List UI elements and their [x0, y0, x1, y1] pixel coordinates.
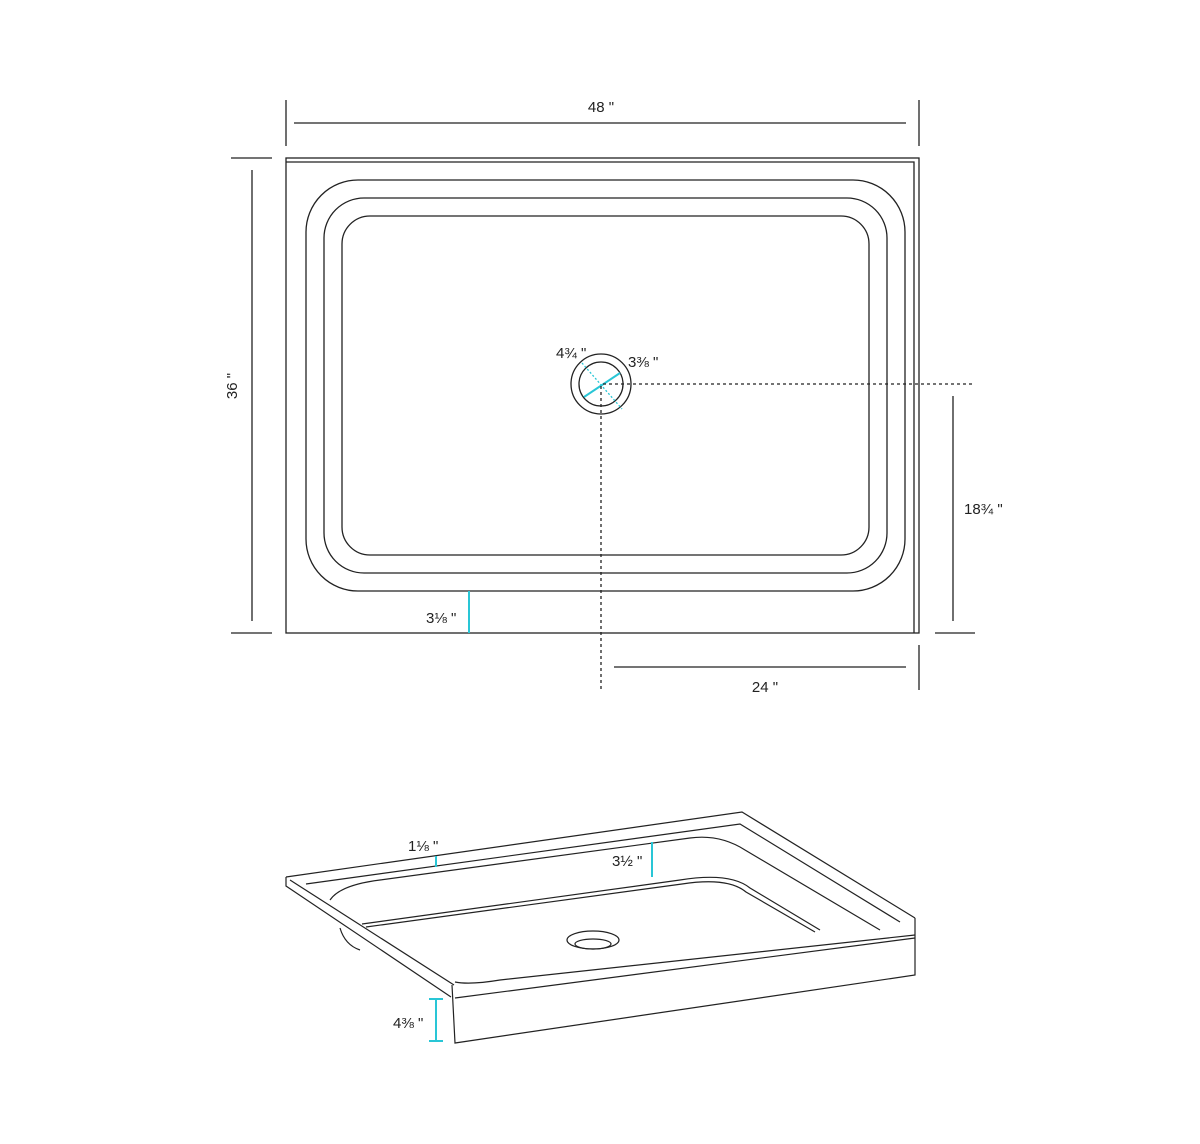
basin-left-wall: [339, 927, 361, 951]
front-apron: [451, 918, 916, 1044]
drain-hole: [566, 930, 620, 950]
top-view: [231, 100, 975, 692]
drain-outer-circle: [570, 353, 632, 415]
drain-inner-label: 3⅜ ": [628, 354, 658, 371]
basin-back-rim: [329, 836, 881, 931]
top-view-labels: 48 " 36 " 4¾ " 3⅜ " 18¾ " 24 " 3⅛ ": [224, 99, 1003, 696]
drain-inner-diameter: [583, 372, 621, 398]
perspective-view: [285, 811, 916, 1044]
flange-label: 3⅛ ": [426, 610, 456, 627]
front-top-edge: [454, 937, 916, 999]
drain-hole-inner: [574, 938, 612, 950]
tile-flange-label: 1⅛ ": [408, 838, 438, 855]
left-flange: [285, 877, 452, 998]
depth-label: 36 ": [224, 373, 241, 399]
basin-middle-edge: [323, 197, 888, 574]
back-top-edge: [285, 811, 916, 919]
basin-floor-rim: [361, 876, 821, 931]
apron-height-label: 4⅜ ": [393, 1015, 423, 1032]
drain-outer-label: 4¾ ": [556, 345, 586, 362]
width-label: 48 ": [588, 99, 614, 116]
back-inner-edge: [305, 823, 901, 923]
drain-width-label: 24 ": [752, 679, 778, 696]
basin-front-rim: [454, 934, 916, 984]
basin-outer-edge: [305, 179, 906, 592]
base-outline: [285, 157, 920, 634]
wall-flange-line: [286, 161, 915, 633]
apron-height-dim: [429, 998, 443, 1042]
basin-floor-edge: [341, 215, 870, 556]
left-flange-inner: [289, 879, 455, 986]
basin-depth-label: 3½ ": [612, 853, 642, 870]
basin-floor-rim2: [365, 881, 816, 933]
perspective-view-labels: 1⅛ " 3½ " 4⅜ ": [393, 838, 642, 1032]
drain-depth-label: 18¾ ": [964, 501, 1003, 518]
